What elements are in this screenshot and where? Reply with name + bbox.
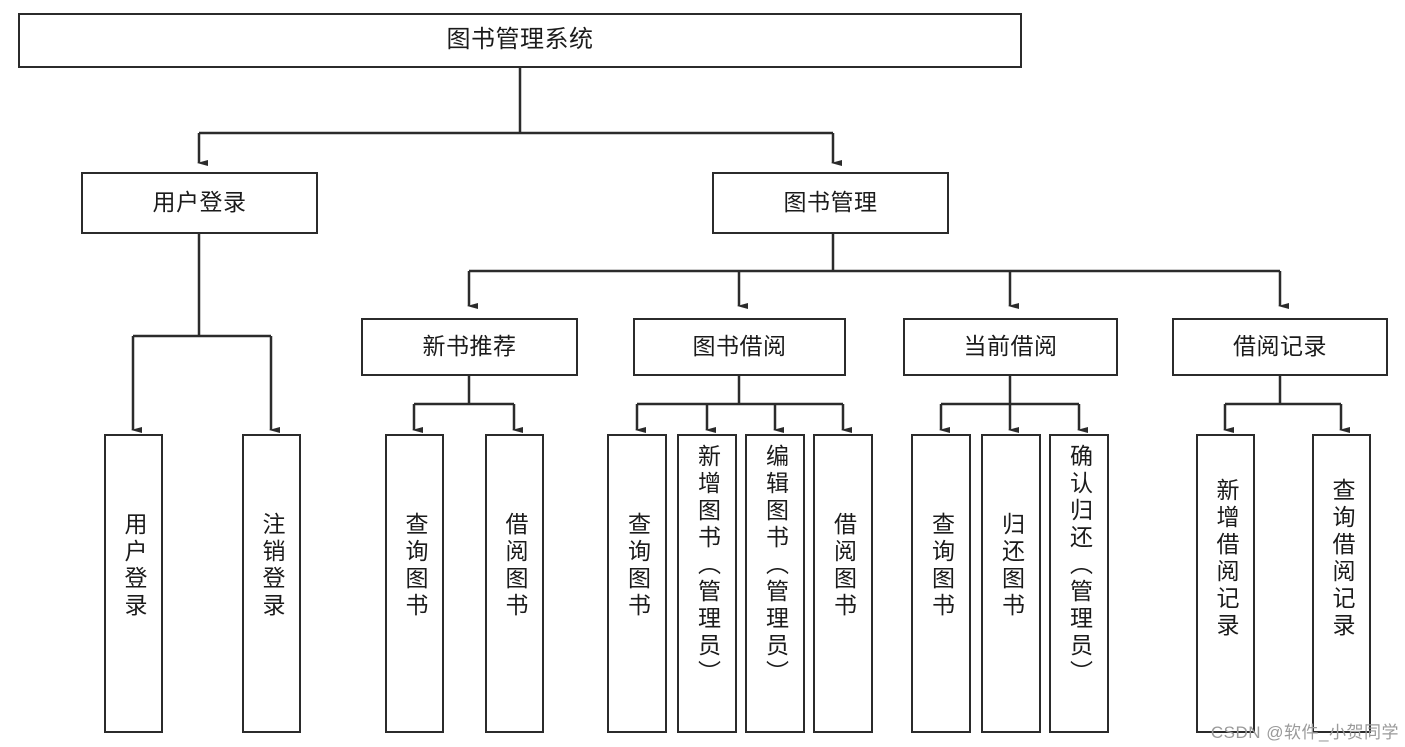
node-label: 编辑图书（管理员）: [762, 444, 789, 687]
node-label: 查询图书: [402, 512, 428, 620]
node-label: 图书借阅: [692, 333, 787, 360]
leaf-edit-book-admin[interactable]: 编辑图书（管理员）: [745, 434, 805, 733]
node-label: 新增图书（管理员）: [694, 444, 721, 687]
node-label: 查询图书: [624, 512, 651, 620]
node-label: 图书管理: [783, 189, 878, 216]
node-label: 确认归还（管理员）: [1066, 444, 1093, 687]
node-book-borrow[interactable]: 图书借阅: [633, 318, 846, 376]
leaf-query-book-borrow[interactable]: 查询图书: [607, 434, 667, 733]
node-label: 查询借阅记录: [1329, 478, 1355, 640]
node-label: 归还图书: [998, 512, 1025, 620]
node-label: 新增借阅记录: [1213, 478, 1239, 640]
node-label: 用户登录: [121, 512, 147, 620]
node-new-book-recommend[interactable]: 新书推荐: [361, 318, 578, 376]
leaf-confirm-return-admin[interactable]: 确认归还（管理员）: [1049, 434, 1109, 733]
leaf-query-borrow-record[interactable]: 查询借阅记录: [1312, 434, 1371, 733]
node-label: 借阅图书: [502, 512, 528, 620]
node-root-system[interactable]: 图书管理系统: [18, 13, 1022, 68]
node-label: 新书推荐: [422, 333, 517, 360]
node-label: 查询图书: [928, 512, 955, 620]
leaf-logout[interactable]: 注销登录: [242, 434, 301, 733]
node-borrow-record[interactable]: 借阅记录: [1172, 318, 1388, 376]
node-label: 当前借阅: [963, 333, 1058, 360]
leaf-return-book[interactable]: 归还图书: [981, 434, 1041, 733]
leaf-borrow-book-recommend[interactable]: 借阅图书: [485, 434, 544, 733]
node-label: 注销登录: [259, 512, 285, 620]
leaf-user-login[interactable]: 用户登录: [104, 434, 163, 733]
node-label: 借阅记录: [1233, 333, 1327, 360]
node-label: 借阅图书: [830, 512, 857, 620]
leaf-add-book-admin[interactable]: 新增图书（管理员）: [677, 434, 737, 733]
leaf-query-book-current[interactable]: 查询图书: [911, 434, 971, 733]
node-book-management[interactable]: 图书管理: [712, 172, 949, 234]
leaf-query-book-recommend[interactable]: 查询图书: [385, 434, 444, 733]
leaf-borrow-book-borrow[interactable]: 借阅图书: [813, 434, 873, 733]
watermark-text: CSDN @软件_小贺同学: [1210, 723, 1399, 742]
node-user-login[interactable]: 用户登录: [81, 172, 318, 234]
node-label: 用户登录: [152, 189, 247, 216]
node-current-borrow[interactable]: 当前借阅: [903, 318, 1118, 376]
node-label: 图书管理系统: [446, 26, 594, 54]
leaf-add-borrow-record[interactable]: 新增借阅记录: [1196, 434, 1255, 733]
